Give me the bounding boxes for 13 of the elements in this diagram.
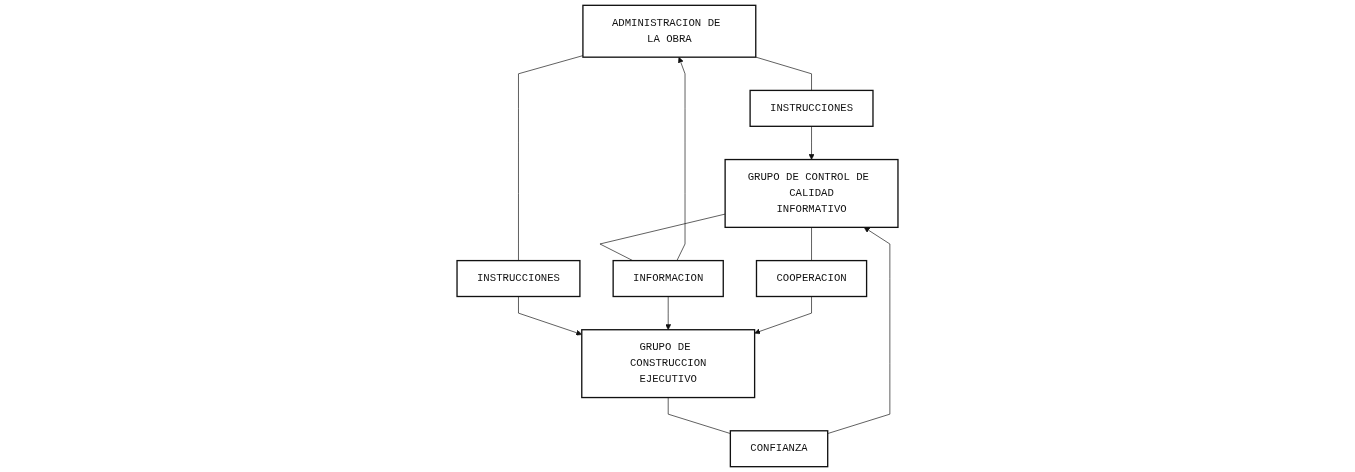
node-box: INFORMACION	[612, 259, 724, 298]
connector	[599, 213, 726, 261]
node-box: GRUPO DE CONSTRUCCION EJECUTIVO	[581, 329, 756, 399]
node-box: INSTRUCCIONES	[456, 259, 581, 298]
connector	[667, 397, 731, 434]
node-box: COOPERACION	[755, 259, 868, 298]
connector	[811, 227, 812, 261]
connector	[755, 56, 812, 91]
node-box: INSTRUCCIONES	[749, 89, 874, 127]
node-box: GRUPO DE CONTROL DE CALIDAD INFORMATIVO	[724, 158, 899, 229]
connector	[518, 55, 584, 261]
node-box: CONFIANZA	[729, 430, 829, 468]
node-box: ADMINISTRACION DE LA OBRA	[582, 4, 757, 58]
